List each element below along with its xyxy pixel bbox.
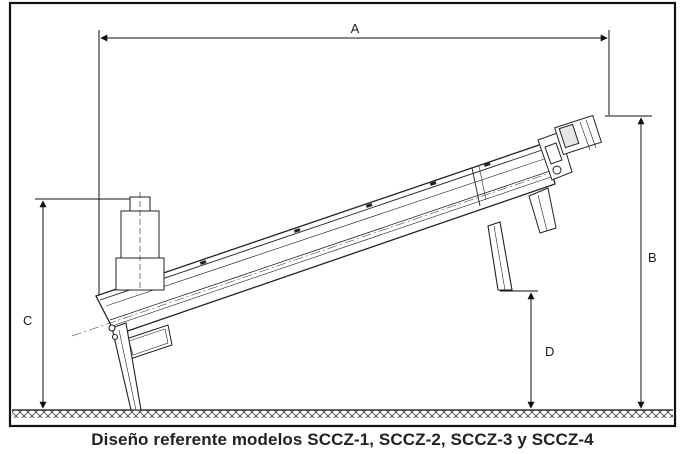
screw-conveyor (71, 142, 556, 360)
cover-bolts (199, 162, 491, 265)
ground (12, 409, 673, 418)
conveyor-trough (95, 142, 556, 336)
inlet-hopper (115, 192, 165, 291)
dimension-c-label: C (23, 313, 32, 328)
dimension-b-label: B (648, 250, 657, 265)
dimension-d-label: D (545, 344, 554, 359)
dimension-a-label: A (351, 21, 360, 36)
right-support-leg (487, 221, 513, 291)
dimension-d: D (500, 290, 554, 409)
figure-caption: Diseño referente modelos SCCZ-1, SCCZ-2,… (91, 430, 594, 449)
discharge-chute (528, 187, 557, 234)
dimension-a: A (98, 21, 610, 296)
left-support-leg (108, 322, 142, 411)
drive-motor (537, 114, 602, 181)
dimension-b: B (605, 115, 657, 409)
drawing-frame (8, 1, 677, 428)
